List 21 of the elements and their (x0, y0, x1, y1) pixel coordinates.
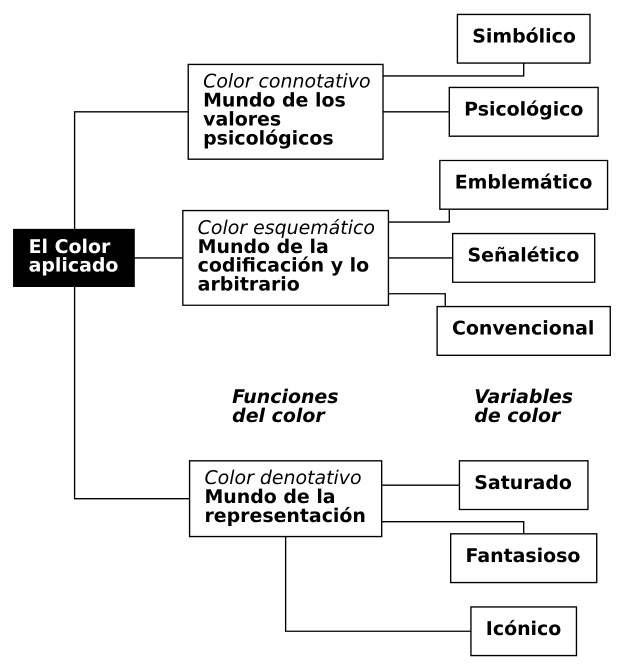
node-box: Señalético (452, 232, 596, 283)
node-box: Emblemático (439, 160, 608, 210)
connector (74, 111, 188, 230)
node-box: Color connotativo Mundo de los valores psicológicos (188, 64, 384, 160)
connector (388, 257, 452, 259)
connector (134, 257, 183, 259)
node-box: Psicológico (448, 86, 599, 137)
label: Funciones del color (232, 386, 339, 427)
node-box: Fantasioso (450, 533, 598, 584)
connector (383, 111, 450, 112)
connector (74, 286, 190, 500)
node-box: Icónico (470, 606, 578, 656)
node-box: El Color aplicado (13, 228, 135, 287)
label: Variables de color (474, 386, 573, 427)
node-box: Saturado (458, 460, 589, 510)
connector (382, 484, 460, 486)
node-box: Convencional (436, 306, 611, 356)
node-box: Simbólico (456, 14, 591, 64)
node-box: Color esquemático Mundo de la codificación y lo arbitrario (182, 210, 390, 306)
connector (284, 536, 471, 632)
node-box: Color denotativo Mundo de la representación (188, 460, 382, 538)
